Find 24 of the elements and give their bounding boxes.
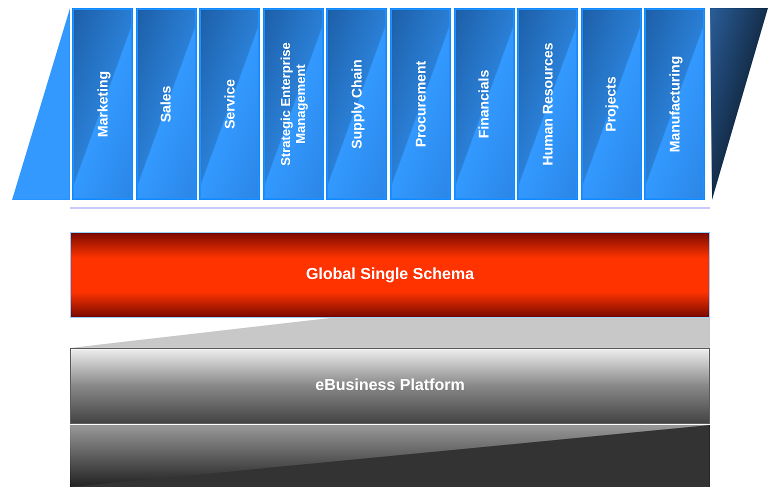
band-label: eBusiness Platform [315, 377, 465, 395]
module-label: Human Resources [540, 42, 556, 166]
module-label: Financials [476, 70, 492, 138]
schema-band [70, 232, 710, 318]
module-label: Supply Chain [349, 59, 364, 149]
module-column [262, 8, 324, 200]
platform-band [70, 348, 710, 424]
module-column [517, 8, 578, 200]
module-column [326, 8, 388, 200]
band-label: Global Single Schema [306, 266, 474, 284]
module-column [199, 8, 260, 200]
module-column [390, 8, 451, 200]
module-label: Strategic Enterprise Management [278, 41, 308, 168]
module-label: Service [222, 79, 238, 129]
module-column [454, 8, 515, 200]
module-label: Procurement [413, 60, 428, 148]
module-label: Projects [604, 76, 619, 132]
module-column [644, 8, 706, 200]
module-column [580, 8, 642, 200]
module-column [72, 8, 133, 200]
module-label: Sales [158, 86, 174, 122]
module-column [136, 8, 197, 200]
module-label: Manufacturing [667, 56, 682, 152]
module-label: Marketing [95, 70, 110, 138]
